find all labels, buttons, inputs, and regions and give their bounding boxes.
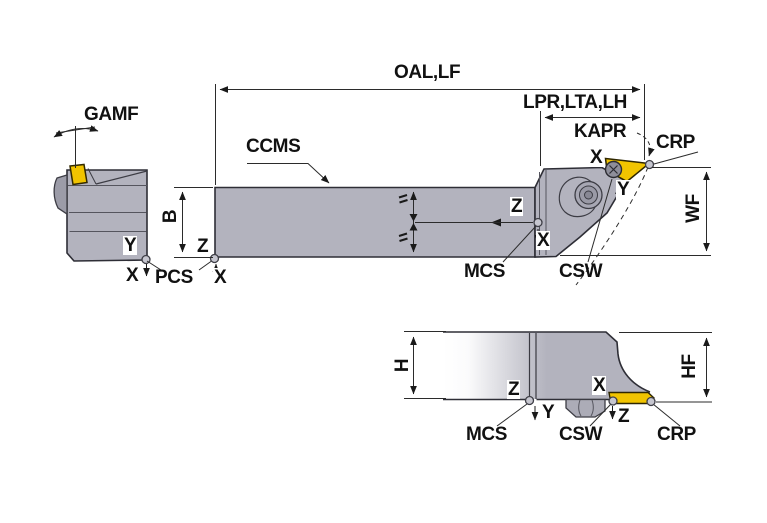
end-view-clamp [53, 174, 68, 216]
label-crp-top: CRP [656, 132, 695, 153]
label-pcs: PCS [155, 267, 193, 288]
ccms-leader [247, 163, 330, 184]
label-lpr-lta-lh: LPR,LTA,LH [523, 92, 627, 113]
top-view [146, 132, 699, 286]
dim-b [174, 187, 213, 258]
dim-wf [560, 167, 711, 256]
axis-x-mcs: X [536, 230, 551, 251]
point-mcs-front [524, 395, 535, 406]
clamp-front-view [565, 398, 606, 418]
crp-leader-front [652, 403, 681, 427]
kapr-reference-line [575, 166, 649, 286]
label-csw-front: CSW [559, 424, 603, 445]
axis-y-mcs-front: Y [541, 402, 556, 423]
axis-x-pcs-left: X [125, 265, 140, 286]
kapr-arc [636, 132, 655, 157]
mcs-leader [502, 225, 537, 263]
axis-x-csw-front: X [592, 375, 607, 396]
axis-z-pcs: Z [196, 236, 210, 257]
label-h: H [392, 358, 414, 373]
axis-z-mcs: Z [510, 196, 524, 217]
point-crp-front [646, 396, 656, 407]
head-top-view [534, 166, 628, 258]
label-b: B [160, 209, 182, 224]
csw-leader [587, 178, 613, 263]
mcs-leader-front [496, 403, 528, 427]
point-mcs [533, 217, 543, 228]
end-view-insert [69, 163, 88, 186]
label-hf: HF [678, 354, 700, 379]
label-gamf: GAMF [84, 104, 139, 125]
dim-hf [619, 332, 712, 403]
front-view-body [443, 332, 650, 399]
crp-leader [653, 151, 699, 165]
axis-x-insert: X [589, 147, 604, 168]
dim-lpr-lta-lh [540, 111, 641, 166]
axis-z-csw-front: Z [617, 406, 631, 427]
label-kapr: KAPR [574, 121, 627, 142]
axis-y-pcs-left: Y [123, 235, 138, 256]
point-pcs [209, 253, 220, 264]
point-csw-front [608, 396, 618, 406]
pcs-leader-right [198, 259, 214, 271]
axis-x-pcs: X [213, 267, 228, 288]
label-csw-top: CSW [559, 261, 603, 282]
gamf-angle [53, 125, 99, 168]
dim-oal-lf [215, 84, 645, 185]
front-view [443, 331, 681, 427]
csw-leader-front [589, 403, 612, 427]
label-wf: WF [682, 194, 704, 223]
label-ccms: CCMS [246, 136, 301, 157]
label-oal-lf: OAL,LF [394, 62, 461, 83]
label-mcs-front: MCS [466, 424, 508, 445]
dim-h [404, 331, 446, 399]
pcs-leader-left [146, 260, 162, 271]
axis-z-mcs-front: Z [507, 379, 521, 400]
dim-centerline-equal [398, 191, 533, 253]
axis-y-insert: Y [616, 179, 631, 200]
label-mcs-top: MCS [464, 261, 506, 282]
label-crp-front: CRP [657, 424, 696, 445]
point-crp [644, 159, 655, 170]
